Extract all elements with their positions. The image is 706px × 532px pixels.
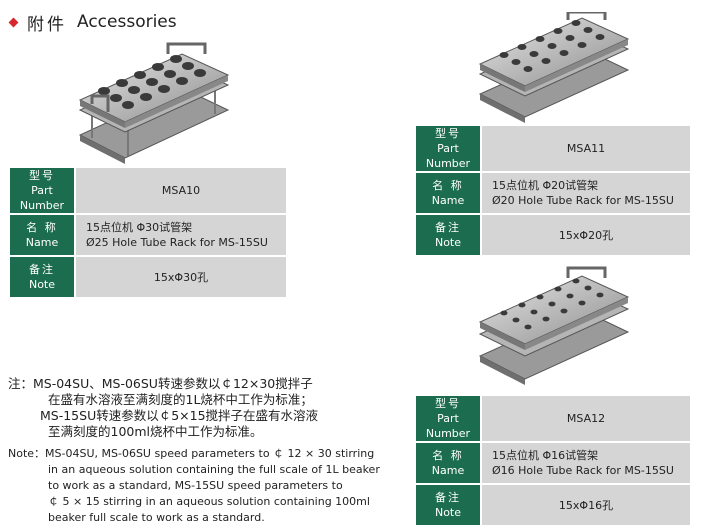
note-value: 15xΦ20孔 xyxy=(480,213,692,257)
note-en-line: in an aqueous solution containing the fu… xyxy=(48,463,380,476)
heading-zh: 附件 xyxy=(27,14,67,35)
note-value: 15xΦ16孔 xyxy=(480,483,692,527)
note-en-line: to work as a standard, MS-15SU speed par… xyxy=(48,479,343,492)
name-en: Ø16 Hole Tube Rack for MS-15SU xyxy=(492,464,674,477)
label-name: 名 称 Name xyxy=(414,441,482,485)
tube-rack-msa12-image xyxy=(478,266,630,385)
label-note: 备注 Note xyxy=(414,483,482,527)
tube-rack-msa11-image xyxy=(478,12,630,123)
section-heading: 附件 Accessories xyxy=(8,10,177,35)
name-zh: 15点位机 Φ30试管架 xyxy=(86,221,193,234)
spec-table-msa12: 型号 Part Number MSA12 名 称 Name 15点位机 Φ16试… xyxy=(414,394,692,527)
note-en-line: ￠ 5 × 15 stirring in an aqueous solution… xyxy=(48,495,370,508)
spec-table-msa11: 型号 Part Number MSA11 名 称 Name 15点位机 Φ20试… xyxy=(414,124,692,257)
name-value: 15点位机 Φ16试管架 Ø16 Hole Tube Rack for MS-1… xyxy=(480,441,692,485)
name-zh: 15点位机 Φ16试管架 xyxy=(492,449,599,462)
label-name: 名 称 Name xyxy=(8,213,76,257)
note-zh-line: MS-15SU转速参数以￠5×15搅拌子在盛有水溶液 xyxy=(40,408,319,423)
name-en: Ø20 Hole Tube Rack for MS-15SU xyxy=(492,194,674,207)
name-value: 15点位机 Φ20试管架 Ø20 Hole Tube Rack for MS-1… xyxy=(480,171,692,215)
note-en-block: Note：MS-04SU, MS-06SU speed parameters t… xyxy=(8,446,388,526)
bullet-diamond-icon xyxy=(8,17,19,27)
label-part-number: 型号 Part Number xyxy=(414,124,482,173)
note-en-line: beaker full scale to work as a standard. xyxy=(48,511,265,524)
note-zh-line: 至满刻度的100ml烧杯中工作为标准。 xyxy=(48,424,263,439)
label-note: 备注 Note xyxy=(8,255,76,299)
label-part-number: 型号 Part Number xyxy=(8,166,76,215)
part-number-value: MSA11 xyxy=(480,124,692,173)
name-value: 15点位机 Φ30试管架 Ø25 Hole Tube Rack for MS-1… xyxy=(74,213,288,257)
name-en: Ø25 Hole Tube Rack for MS-15SU xyxy=(86,236,268,249)
note-zh-line: 在盛有水溶液至满刻度的1L烧杯中工作为标准； xyxy=(48,392,313,407)
spec-table-msa10: 型号 Part Number MSA10 名 称 Name 15点位机 Φ30试… xyxy=(8,166,288,299)
tube-rack-msa10-image xyxy=(78,42,230,164)
name-zh: 15点位机 Φ20试管架 xyxy=(492,179,599,192)
label-part-number: 型号 Part Number xyxy=(414,394,482,443)
notes-block: 注：MS-04SU、MS-06SU转速参数以￠12×30搅拌子 在盛有水溶液至满… xyxy=(8,376,388,526)
label-name: 名 称 Name xyxy=(414,171,482,215)
label-note: 备注 Note xyxy=(414,213,482,257)
note-zh-line: 注：MS-04SU、MS-06SU转速参数以￠12×30搅拌子 xyxy=(8,376,313,391)
part-number-value: MSA10 xyxy=(74,166,288,215)
note-value: 15xΦ30孔 xyxy=(74,255,288,299)
part-number-value: MSA12 xyxy=(480,394,692,443)
heading-en: Accessories xyxy=(77,12,177,32)
note-en-line: Note：MS-04SU, MS-06SU speed parameters t… xyxy=(8,447,375,460)
